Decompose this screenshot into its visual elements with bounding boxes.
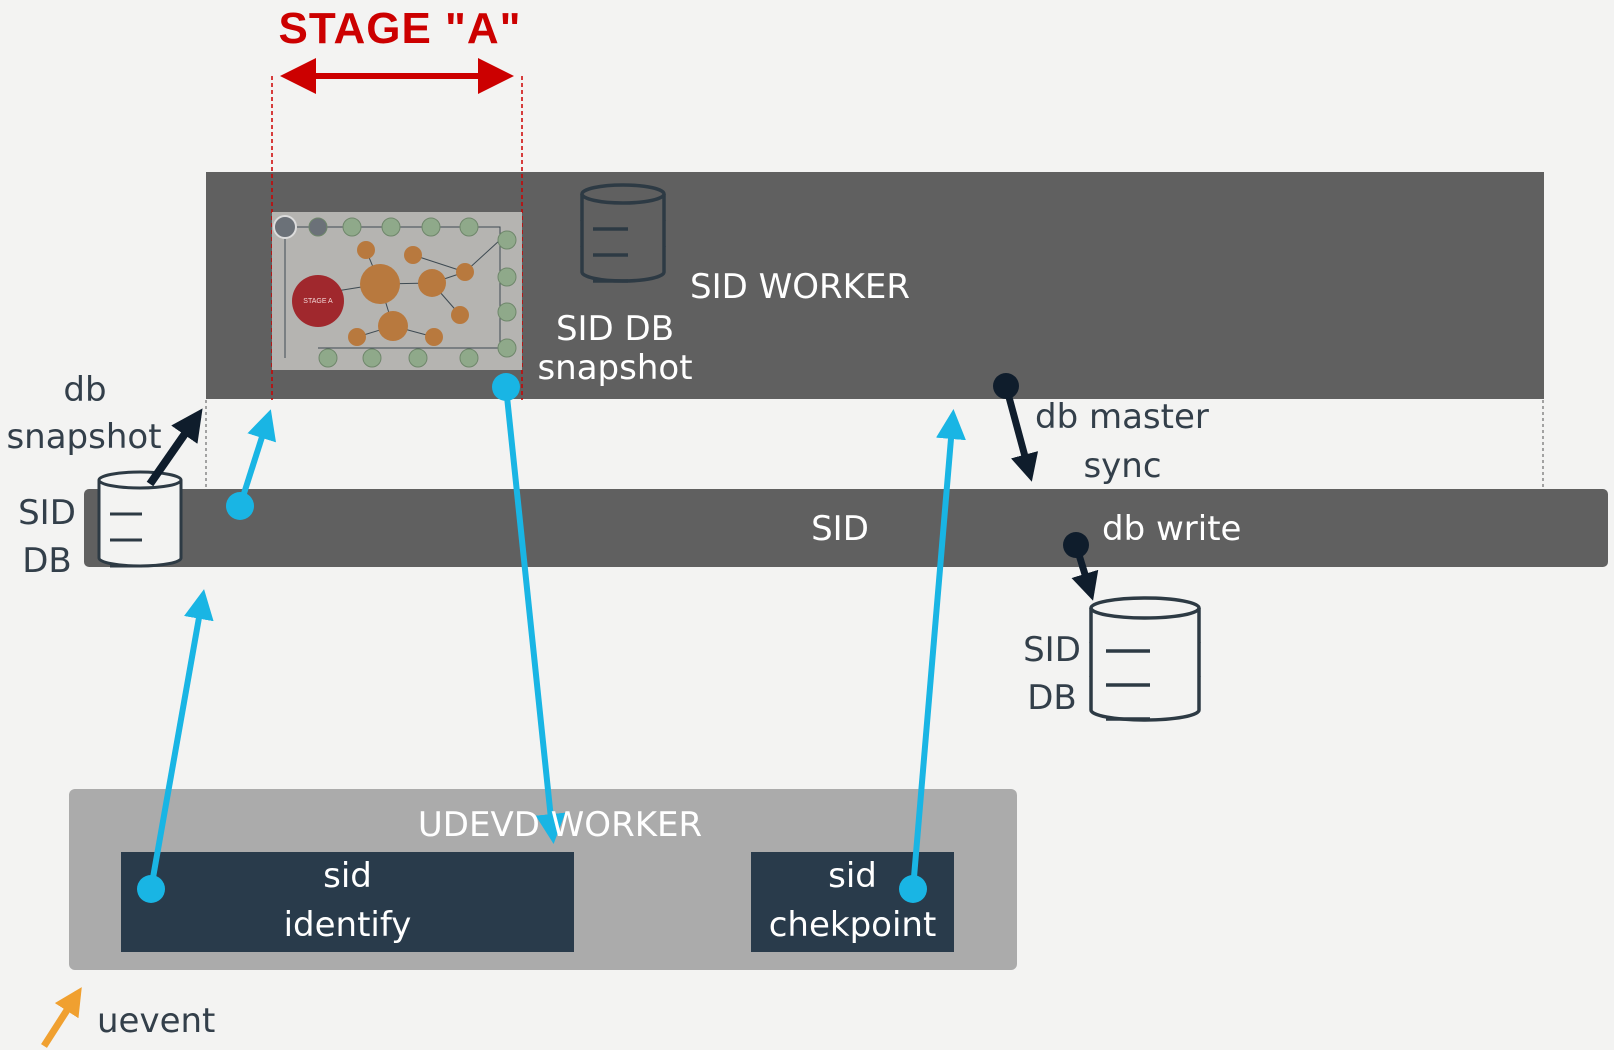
right-sid-db-label-1: SID	[1023, 630, 1081, 670]
worker-to-identify-arrow	[492, 373, 566, 844]
uevent-label: uevent	[97, 1001, 216, 1041]
left-sid-db-label-1: SID	[18, 493, 76, 533]
right-sid-db-label-2: DB	[1027, 678, 1077, 718]
sid-box	[84, 489, 1608, 567]
sid-db-snapshot-icon	[580, 183, 666, 283]
uevent-arrow	[41, 987, 82, 1048]
db-snapshot-arrow	[146, 408, 203, 487]
sid-title: SID	[811, 509, 869, 549]
left-sid-db-icon	[97, 470, 183, 568]
sid-db-snapshot-label-1: SID DB	[555, 309, 675, 349]
sid-worker-title: SID WORKER	[690, 267, 911, 307]
identify-to-sid-arrow	[137, 589, 214, 903]
db-write-label: db write	[1102, 509, 1242, 549]
db-snapshot-label-2: snapshot	[6, 417, 162, 457]
db-snapshot-label-1: db	[63, 370, 107, 410]
stage-a-title: STAGE "A"	[278, 4, 522, 53]
sid-identify-label-2: identify	[283, 905, 412, 945]
db-master-sync-label-2: sync	[1083, 446, 1162, 486]
right-sid-db-icon	[1089, 596, 1201, 722]
db-master-sync-label-1: db master	[1035, 397, 1209, 437]
sid-checkpoint-box	[751, 852, 954, 952]
sid-to-worker-arrow	[226, 409, 277, 520]
db-master-sync-arrow	[993, 373, 1039, 482]
db-write-arrow	[1063, 532, 1099, 601]
sid-db-snapshot-label-2: snapshot	[537, 348, 693, 388]
udevd-worker-title: UDEVD WORKER	[417, 805, 703, 845]
sid-identify-box	[121, 852, 574, 952]
sid-checkpoint-label-2: chekpoint	[768, 905, 937, 945]
stage-a-thumbnail: STAGE A	[272, 212, 522, 370]
sid-identify-label-1: sid	[323, 856, 372, 896]
sid-checkpoint-label-1: sid	[828, 856, 877, 896]
left-sid-db-label-2: DB	[22, 541, 72, 581]
checkpoint-to-worker-arrow	[899, 409, 966, 903]
thumbnail-main-node-label: STAGE A	[303, 298, 333, 305]
